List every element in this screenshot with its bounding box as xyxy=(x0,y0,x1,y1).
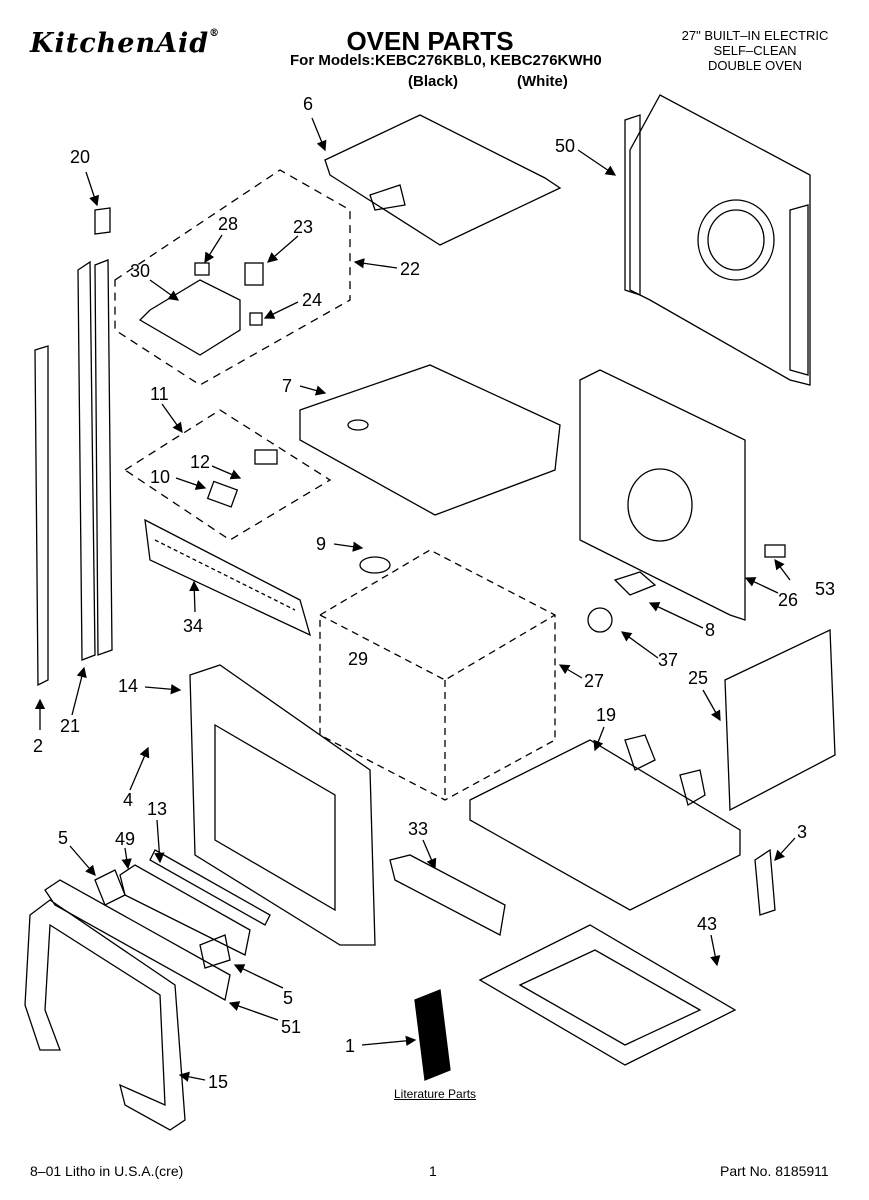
part-label: 50 xyxy=(555,136,575,156)
part-label: 21 xyxy=(60,716,80,736)
part-label: 19 xyxy=(596,705,616,725)
part-label: 34 xyxy=(183,616,203,636)
product-description: 27" BUILT–IN ELECTRIC SELF–CLEAN DOUBLE … xyxy=(660,28,850,73)
part-label: 43 xyxy=(697,914,717,934)
brand-mark: ® xyxy=(209,28,221,39)
part-label: 49 xyxy=(115,829,135,849)
part-label: 8 xyxy=(705,620,715,640)
part-label: 6 xyxy=(303,94,313,114)
part-label: 26 xyxy=(778,590,798,610)
footer-page-number: 1 xyxy=(429,1163,437,1179)
part-label: 51 xyxy=(281,1017,301,1037)
part-label: 27 xyxy=(584,671,604,691)
footer-part-number: Part No. 8185911 xyxy=(720,1163,829,1179)
part-label: 1 xyxy=(345,1036,355,1056)
page-title: OVEN PARTS xyxy=(346,26,514,56)
part-label: 14 xyxy=(118,676,138,696)
part-label: 33 xyxy=(408,819,428,839)
part-label: 28 xyxy=(218,214,238,234)
part-rear-panel xyxy=(629,94,811,386)
part-label: 53 xyxy=(815,579,835,599)
part-label: 11 xyxy=(150,384,169,404)
model-numbers: For Models:KEBC276KBL0, KEBC276KWH0 xyxy=(290,52,602,69)
part-label: 12 xyxy=(190,452,210,472)
part-labels: 6 50 20 28 23 30 22 24 7 11 12 10 9 34 2… xyxy=(33,94,835,1092)
part-label: 13 xyxy=(147,799,167,819)
part-label: 4 xyxy=(123,790,133,810)
part-label: 37 xyxy=(658,650,678,670)
part-label: 22 xyxy=(400,259,420,279)
part-top-vent xyxy=(324,114,562,246)
part-label: 29 xyxy=(348,649,368,669)
part-label: 2 xyxy=(33,736,43,756)
part-label: 7 xyxy=(282,376,292,396)
variant-white: (White) xyxy=(517,73,568,90)
part-label: 23 xyxy=(293,217,313,237)
literature-parts-label: Literature Parts xyxy=(394,1087,477,1101)
part-label: 24 xyxy=(302,290,322,310)
part-label: 5 xyxy=(58,828,68,848)
footer-print-info: 8–01 Litho in U.S.A.(cre) xyxy=(30,1163,184,1179)
part-label: 15 xyxy=(208,1072,228,1092)
part-label: 10 xyxy=(150,467,170,487)
part-label: 30 xyxy=(130,261,150,281)
brand-name: KitchenAid xyxy=(30,28,210,59)
part-label: 5 xyxy=(283,988,293,1008)
description-line: SELF–CLEAN xyxy=(713,43,797,58)
description-line: DOUBLE OVEN xyxy=(708,58,802,73)
part-label: 20 xyxy=(70,147,90,167)
variant-black: (Black) xyxy=(408,73,459,90)
part-label: 25 xyxy=(688,668,708,688)
part-label: 9 xyxy=(316,534,326,554)
part-label: 3 xyxy=(797,822,807,842)
description-line: 27" BUILT–IN ELECTRIC xyxy=(681,28,829,43)
brand-logo: KitchenAid® xyxy=(30,28,220,59)
